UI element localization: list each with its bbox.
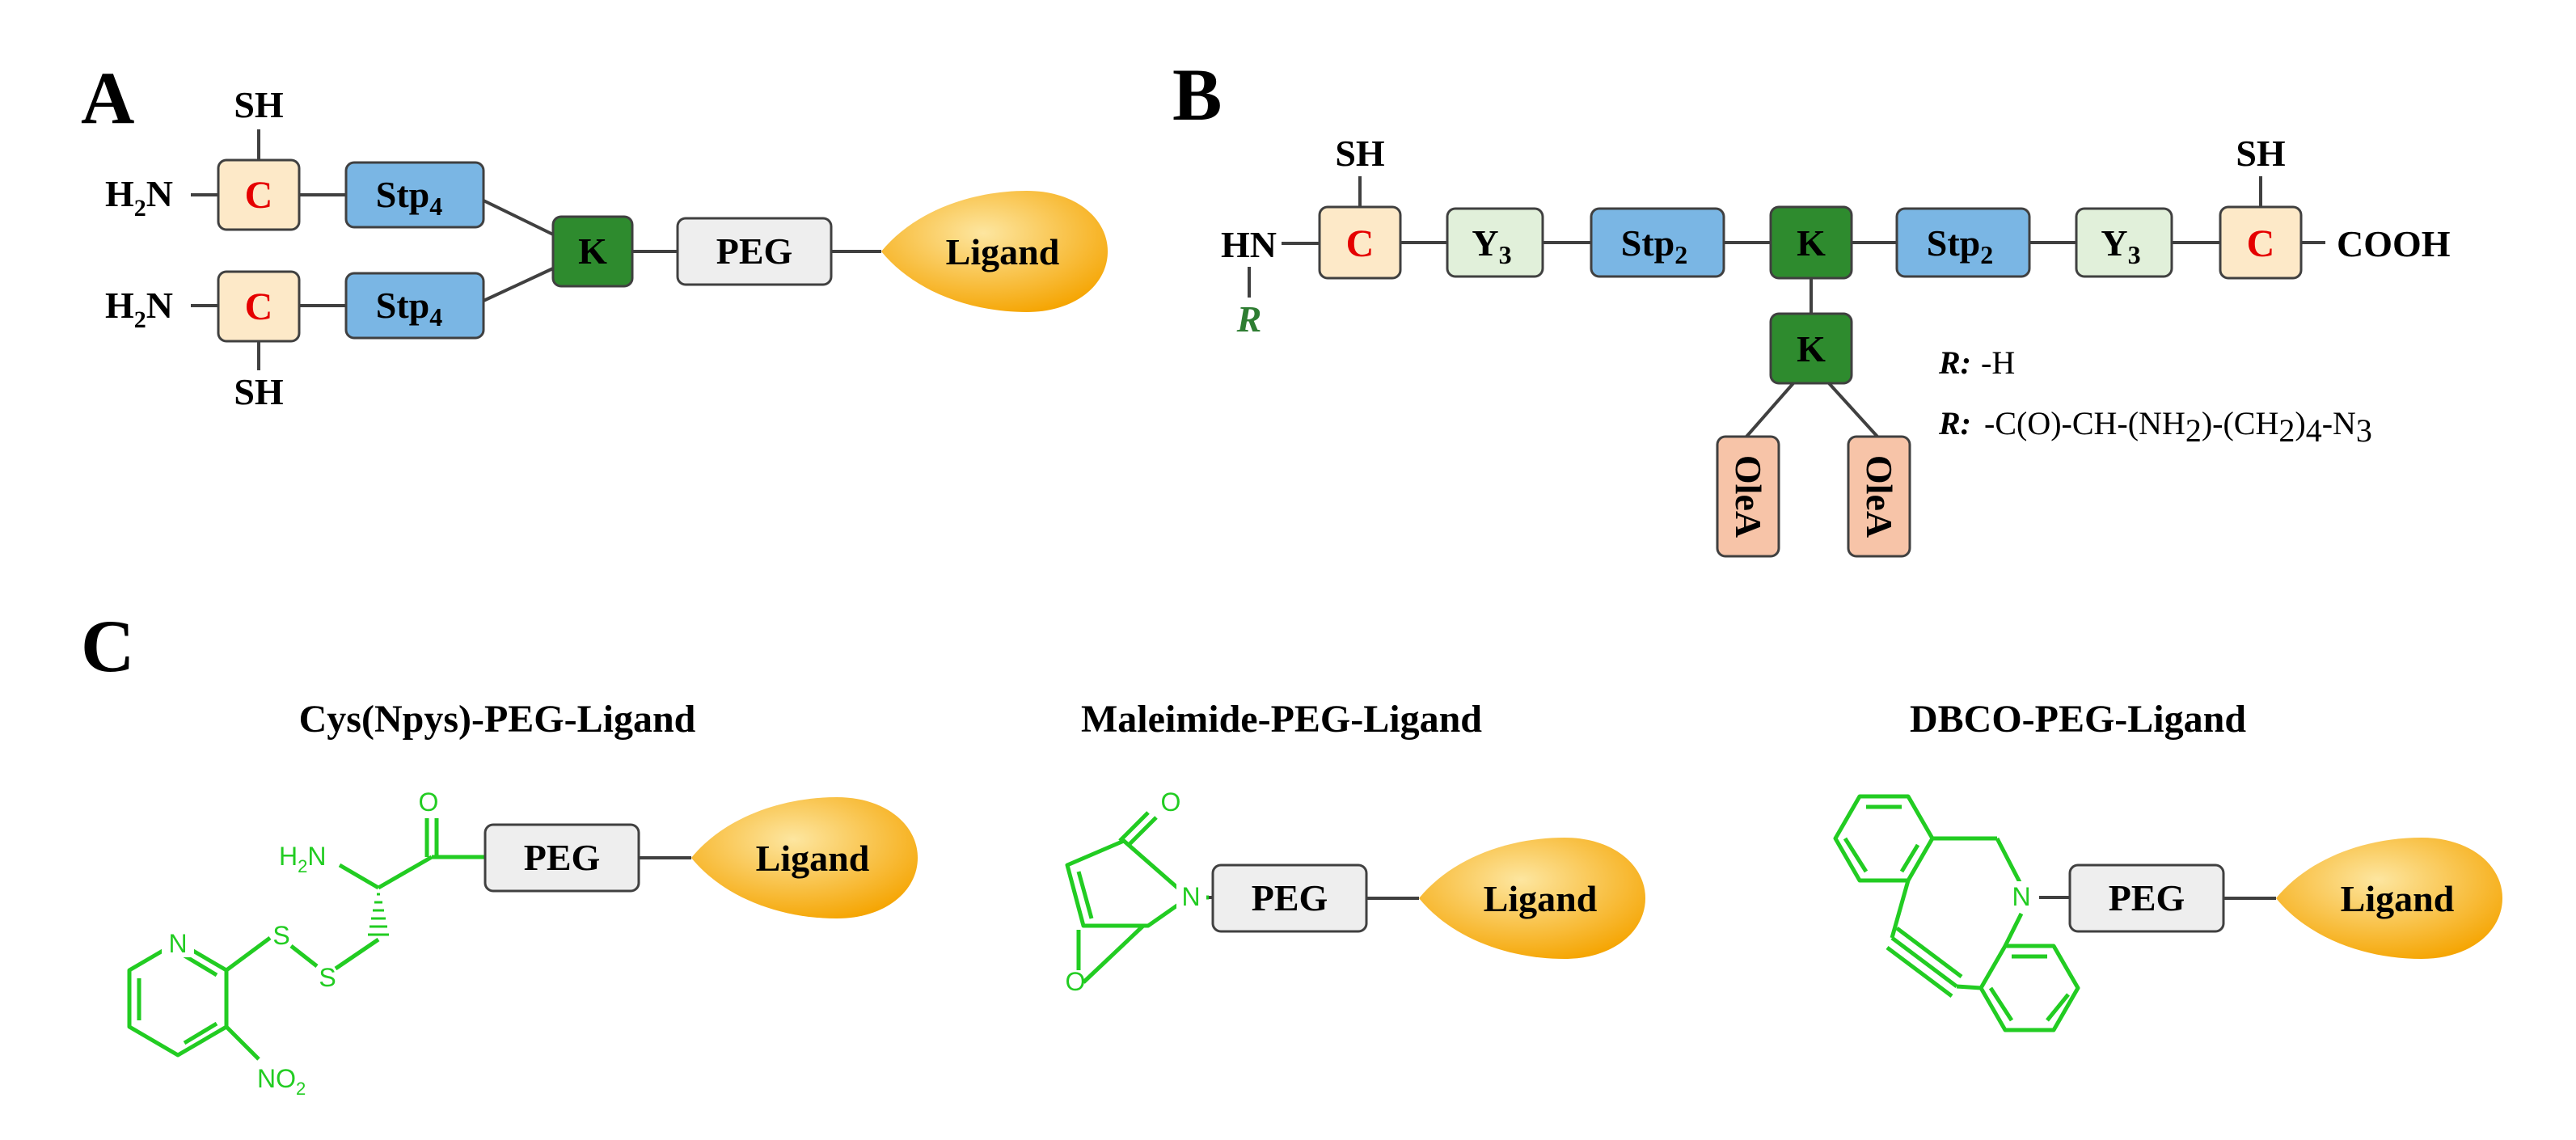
svg-text:O: O: [419, 787, 439, 817]
svg-text:OleA: OleA: [1728, 455, 1769, 538]
panel-c: C Cys(Npys)-PEG-Ligand Maleimide-PEG-Lig…: [81, 605, 2502, 1099]
ligand-shape-maleimide: [1419, 838, 1645, 959]
svg-text:K: K: [1797, 328, 1826, 369]
svg-text:C: C: [245, 285, 273, 328]
r-legend-1: R:-H: [1938, 344, 2015, 381]
svg-text:S: S: [319, 963, 336, 992]
svg-text:OleA: OleA: [1859, 455, 1900, 538]
svg-text:O: O: [1161, 787, 1181, 817]
maleimide-structure: N O O: [1065, 787, 1209, 996]
svg-text:NO2: NO2: [257, 1064, 306, 1099]
svg-text:Ligand: Ligand: [1484, 878, 1598, 919]
svg-text:C: C: [245, 174, 273, 217]
stp4-box-bottom: [344, 272, 485, 340]
olea-box-left: [1716, 435, 1780, 558]
svg-text:S: S: [272, 921, 289, 950]
cooh-label: COOH: [2337, 223, 2451, 264]
thiol-label-bottom: SH: [234, 371, 284, 412]
svg-text:C: C: [2247, 222, 2275, 265]
panel-a: A SH H2N C Stp4 H2N C SH Stp4 K PEG Liga…: [81, 57, 1108, 412]
svg-text:PEG: PEG: [2109, 877, 2185, 918]
svg-text:Y3: Y3: [1472, 222, 1511, 269]
svg-text:N: N: [2012, 882, 2030, 911]
stp4-box-top: [344, 161, 485, 229]
panel-c-letter: C: [81, 605, 134, 687]
svg-text:H2N: H2N: [279, 842, 326, 876]
panel-b: B HN R SH C Y3 Stp2 K Stp2 Y3 SH: [1172, 53, 2451, 558]
title-dbco: DBCO-PEG-Ligand: [1910, 698, 2246, 741]
svg-text:O: O: [1066, 967, 1086, 996]
thiol-label-top: SH: [234, 84, 284, 125]
dbco-structure: N: [1833, 794, 2080, 1032]
panel-b-letter: B: [1172, 53, 1222, 136]
ligand-shape-cys: [691, 797, 918, 918]
svg-text:PEG: PEG: [716, 230, 793, 272]
svg-text:Stp2: Stp2: [1927, 222, 1993, 269]
lysine-box-branch: [1769, 312, 1853, 385]
amine-label-top: H2N: [105, 173, 173, 222]
title-maleimide: Maleimide-PEG-Ligand: [1081, 698, 1482, 741]
svg-text:Ligand: Ligand: [946, 231, 1060, 272]
svg-text:C: C: [1346, 222, 1375, 265]
ligand-shape-dbco: [2276, 838, 2502, 959]
svg-text:Stp4: Stp4: [376, 174, 442, 221]
title-cys-npys: Cys(Npys)-PEG-Ligand: [299, 698, 696, 741]
svg-text:Ligand: Ligand: [2341, 878, 2455, 919]
olea-box-right: [1847, 435, 1911, 558]
amine-label-bottom: H2N: [105, 285, 173, 333]
svg-text:PEG: PEG: [1252, 877, 1328, 918]
thiol-label-right: SH: [2236, 133, 2286, 174]
svg-text:N: N: [168, 929, 187, 958]
svg-text:Ligand: Ligand: [756, 838, 870, 879]
svg-text:Y3: Y3: [2101, 222, 2140, 269]
svg-text:Stp2: Stp2: [1621, 222, 1687, 269]
panel-a-letter: A: [81, 57, 134, 139]
r-group-label: R: [1236, 298, 1262, 340]
svg-text:K: K: [1797, 222, 1826, 264]
svg-text:K: K: [578, 230, 607, 272]
svg-text:N: N: [1181, 882, 1200, 911]
r-legend-2: R: -C(O)-CH-(NH2)-(CH2)4-N3: [1938, 405, 2372, 449]
svg-text:PEG: PEG: [524, 837, 601, 878]
thiol-label-left: SH: [1335, 133, 1385, 174]
ligand-shape: [881, 191, 1108, 312]
cys-npys-structure: O H2N S S: [127, 787, 485, 1099]
nh-label: HN: [1221, 224, 1277, 265]
svg-text:Stp4: Stp4: [376, 285, 442, 331]
